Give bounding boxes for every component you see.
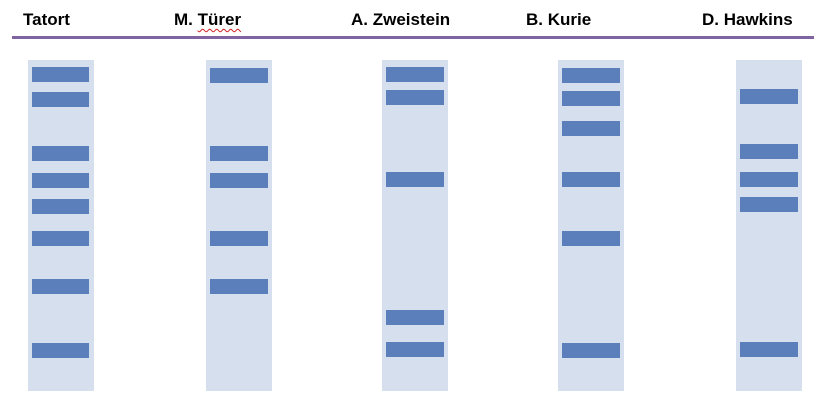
band-tuerer-4 <box>210 231 268 246</box>
lane-kurie <box>558 60 624 391</box>
band-kurie-4 <box>562 172 620 187</box>
band-kurie-2 <box>562 91 620 106</box>
band-tatort-2 <box>32 92 89 107</box>
lane-label-zweistein: A. Zweistein <box>351 10 451 29</box>
band-zweistein-4 <box>386 310 444 325</box>
lane-tuerer <box>206 60 272 391</box>
band-tuerer-1 <box>210 68 268 83</box>
band-tatort-1 <box>32 67 89 82</box>
lane-label-kurie: B. Kurie <box>526 10 592 29</box>
band-zweistein-2 <box>386 90 444 105</box>
band-hawkins-3 <box>740 172 798 187</box>
band-tatort-5 <box>32 199 89 214</box>
band-tuerer-5 <box>210 279 268 294</box>
band-tatort-7 <box>32 279 89 294</box>
band-hawkins-1 <box>740 89 798 104</box>
band-hawkins-4 <box>740 197 798 212</box>
lane-label-tuerer-prefix: M. <box>174 10 198 29</box>
lane-label-tuerer-surname: Türer <box>197 10 242 29</box>
band-zweistein-1 <box>386 67 444 82</box>
lane-hawkins <box>736 60 802 391</box>
header-divider <box>12 36 814 39</box>
band-kurie-1 <box>562 68 620 83</box>
lane-label-tatort: Tatort <box>23 10 70 29</box>
band-hawkins-5 <box>740 342 798 357</box>
band-kurie-3 <box>562 121 620 136</box>
band-zweistein-5 <box>386 342 444 357</box>
band-kurie-6 <box>562 343 620 358</box>
band-tatort-4 <box>32 173 89 188</box>
band-tatort-3 <box>32 146 89 161</box>
band-tatort-8 <box>32 343 89 358</box>
band-kurie-5 <box>562 231 620 246</box>
band-hawkins-2 <box>740 144 798 159</box>
band-zweistein-3 <box>386 172 444 187</box>
band-tuerer-2 <box>210 146 268 161</box>
band-tatort-6 <box>32 231 89 246</box>
lane-label-hawkins: D. Hawkins <box>702 10 793 29</box>
lane-label-tuerer: M. Türer <box>174 10 241 30</box>
lane-tatort <box>28 60 94 391</box>
band-tuerer-3 <box>210 173 268 188</box>
lane-zweistein <box>382 60 448 391</box>
